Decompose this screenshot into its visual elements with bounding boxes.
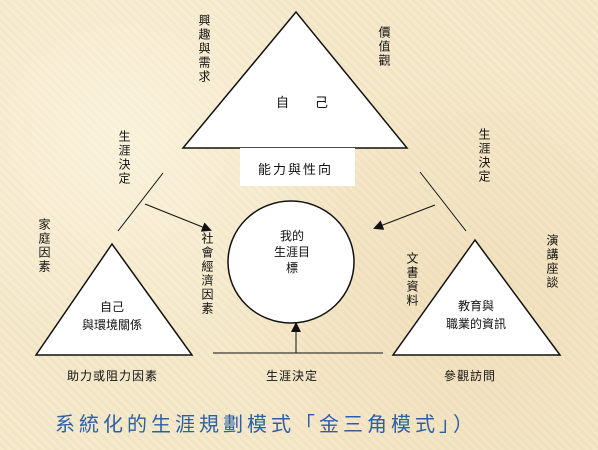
right-triangle-label: 教育與 職業的資訊 (445, 299, 506, 331)
career-decision-bottom-label: 生涯決定 (266, 369, 319, 383)
written-materials-label: 文書資料 (405, 252, 419, 308)
career-decision-right-label: 生涯決定 (477, 128, 491, 184)
diagram-caption: 系統化的生涯規劃模式「金三角模式」） (55, 412, 477, 436)
left-triangle (34, 242, 194, 356)
lectures-talks-label: 演講座談 (545, 234, 559, 290)
ability-label: 能力與性向 (258, 163, 334, 178)
goal-circle-label: 我的 生涯目 標 (273, 229, 310, 275)
career-decision-left-label: 生涯決定 (117, 130, 131, 186)
arrow-left (144, 203, 212, 232)
right-triangle (391, 238, 562, 356)
left-triangle-label: 自己 與環境關係 (81, 300, 142, 332)
top-triangle-label: 自己 (276, 96, 355, 111)
arrow-right (373, 204, 436, 230)
visits-label: 參觀訪問 (444, 369, 497, 383)
interest-needs-label: 興趣與需求 (197, 14, 211, 84)
right-connector-line (419, 171, 467, 232)
top-triangle (181, 10, 409, 149)
helping-hindering-label: 助力或阻力因素 (67, 369, 159, 383)
left-connector-line (117, 172, 164, 232)
values-label: 價值觀 (377, 26, 391, 68)
socioeconomic-factors-label: 社會經濟因素 (200, 232, 214, 316)
family-factors-label: 家庭因素 (37, 218, 51, 274)
ability-box (240, 148, 355, 186)
